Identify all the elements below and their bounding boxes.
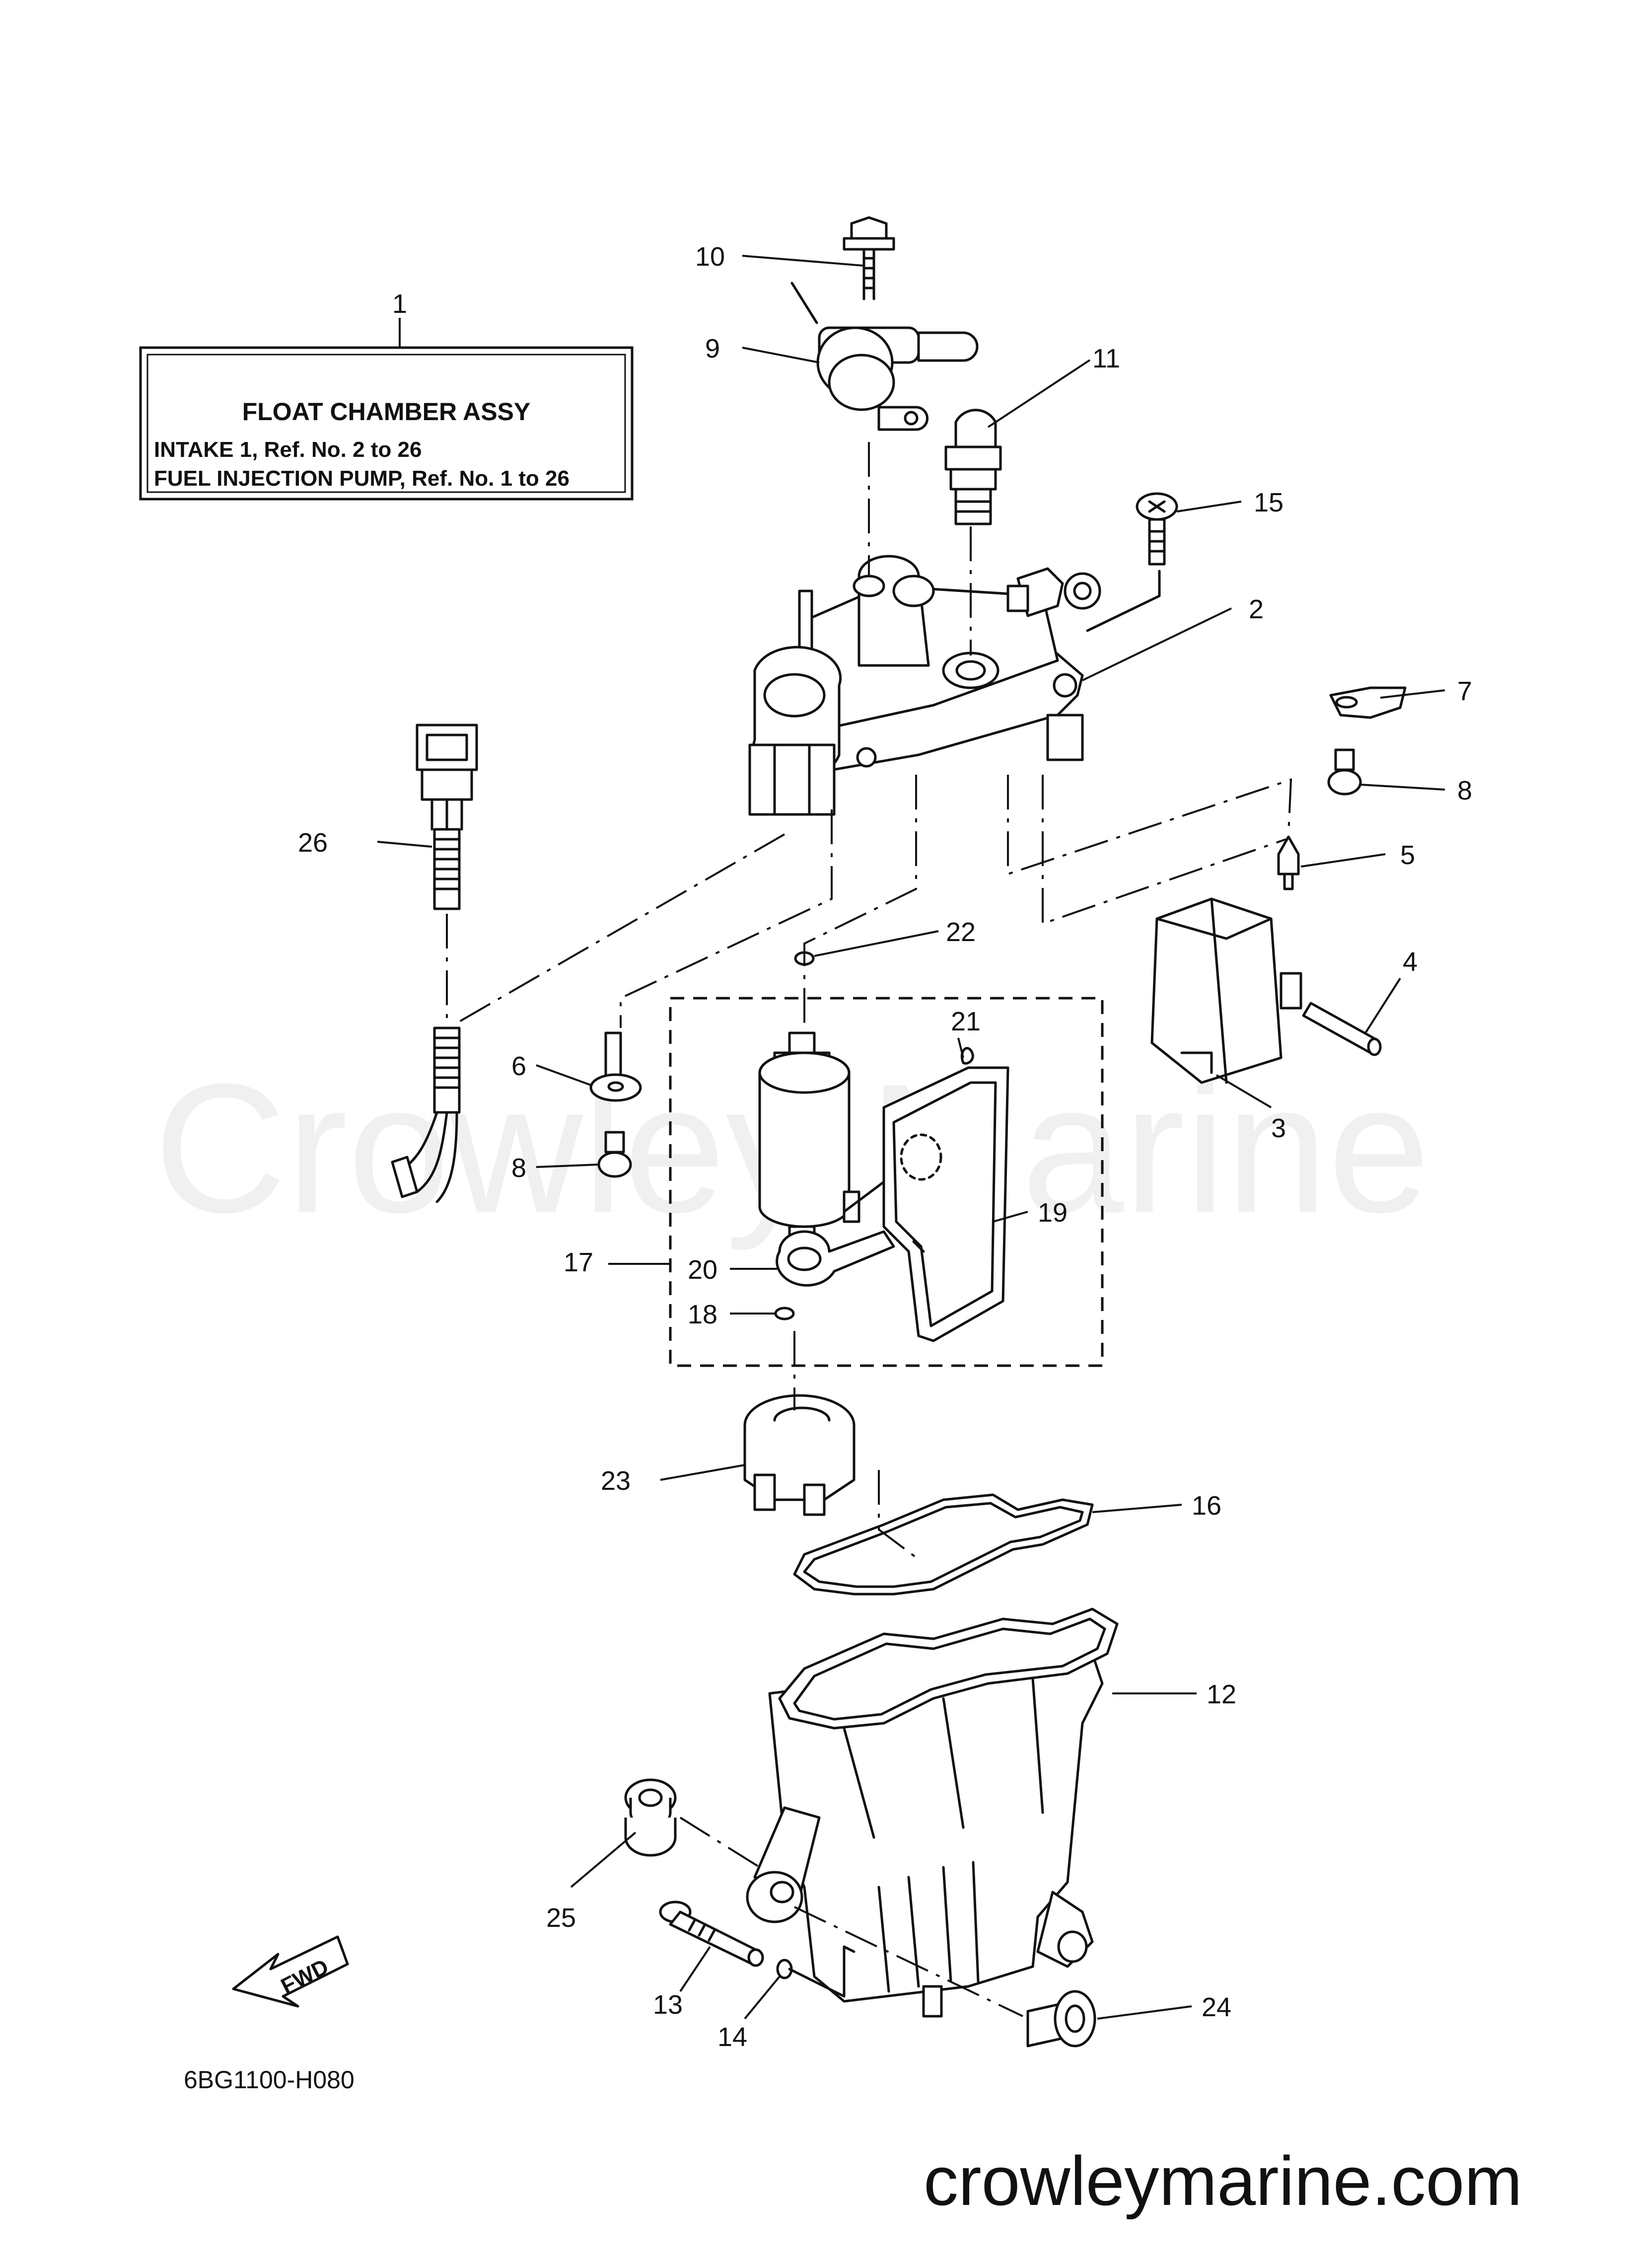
part-label-3: 3	[1271, 1113, 1286, 1143]
part-18-ring	[774, 1307, 795, 1320]
part-label-6: 6	[511, 1051, 526, 1081]
pump-assembly-group-box	[669, 997, 1104, 1367]
part-label-26: 26	[298, 828, 328, 858]
part-label-7: 7	[1457, 676, 1472, 706]
part-label-10: 10	[695, 242, 725, 272]
part-label-11: 11	[1092, 344, 1120, 373]
part-20-bracket	[776, 1230, 895, 1287]
part-label-22: 22	[946, 917, 976, 947]
part-8-screw-right	[1327, 748, 1362, 796]
part-26-wire-harness	[391, 724, 478, 1203]
part-10-bolt	[843, 216, 895, 300]
part-25-grommet	[624, 1778, 677, 1857]
part-label-21: 21	[951, 1007, 981, 1036]
part-23-holder	[743, 1394, 856, 1516]
part-7-bracket	[1329, 686, 1407, 719]
part-2-chamber-cover	[748, 555, 1101, 816]
fwd-arrow: FWD	[232, 1935, 349, 2008]
part-5-needle-valve	[1277, 835, 1300, 890]
part-label-1: 1	[392, 289, 407, 319]
part-label-15: 15	[1254, 488, 1284, 517]
part-label-4: 4	[1403, 947, 1418, 977]
part-label-13: 13	[653, 1990, 683, 2020]
part-label-14: 14	[717, 2022, 747, 2052]
part-12-float-chamber	[746, 1608, 1119, 2018]
info-box: FLOAT CHAMBER ASSY INTAKE 1, Ref. No. 2 …	[139, 289, 634, 501]
part-3-float	[1150, 897, 1302, 1084]
part-number-labels: 2 3 4 5 6 7 8 8 9 10 11 12 13 14 15 16 1…	[298, 242, 1472, 2052]
part-8-screw-left	[597, 1131, 632, 1178]
part-9-pressure-regulator	[790, 282, 979, 431]
part-label-19: 19	[1038, 1198, 1068, 1228]
part-6-bracket	[589, 1031, 642, 1102]
part-16-gasket	[793, 1493, 1094, 1596]
part-11-sensor	[944, 409, 1002, 525]
part-label-23: 23	[601, 1466, 631, 1496]
part-label-8a: 8	[1457, 776, 1472, 805]
website-footer: crowleymarine.com	[924, 2142, 1522, 2220]
part-label-8b: 8	[511, 1153, 526, 1183]
part-label-18: 18	[688, 1300, 717, 1329]
info-box-title: FLOAT CHAMBER ASSY	[242, 398, 531, 426]
part-24-bushing	[1026, 1990, 1096, 2048]
part-13-drain-screw	[659, 1901, 764, 1967]
part-19-filter	[843, 1066, 1009, 1342]
info-box-line2: FUEL INJECTION PUMP, Ref. No. 1 to 26	[154, 466, 570, 491]
part-label-20: 20	[688, 1255, 717, 1285]
part-label-5: 5	[1400, 840, 1415, 870]
diagram-code: 6BG1100-H080	[184, 2066, 355, 2094]
leader-lines	[377, 255, 1445, 2020]
part-label-9: 9	[705, 334, 720, 364]
info-box-line1: INTAKE 1, Ref. No. 2 to 26	[154, 438, 422, 462]
part-4-pin	[1302, 1002, 1382, 1056]
part-label-17: 17	[564, 1247, 593, 1277]
part-label-2: 2	[1249, 594, 1264, 624]
assembly-center-lines	[456, 442, 1292, 2017]
part-label-12: 12	[1207, 1680, 1236, 1709]
part-label-25: 25	[546, 1903, 576, 1933]
part-17-fuel-pump	[758, 1031, 860, 1258]
part-label-16: 16	[1192, 1491, 1221, 1521]
part-15-screw	[1136, 492, 1178, 566]
part-label-24: 24	[1202, 1992, 1231, 2022]
